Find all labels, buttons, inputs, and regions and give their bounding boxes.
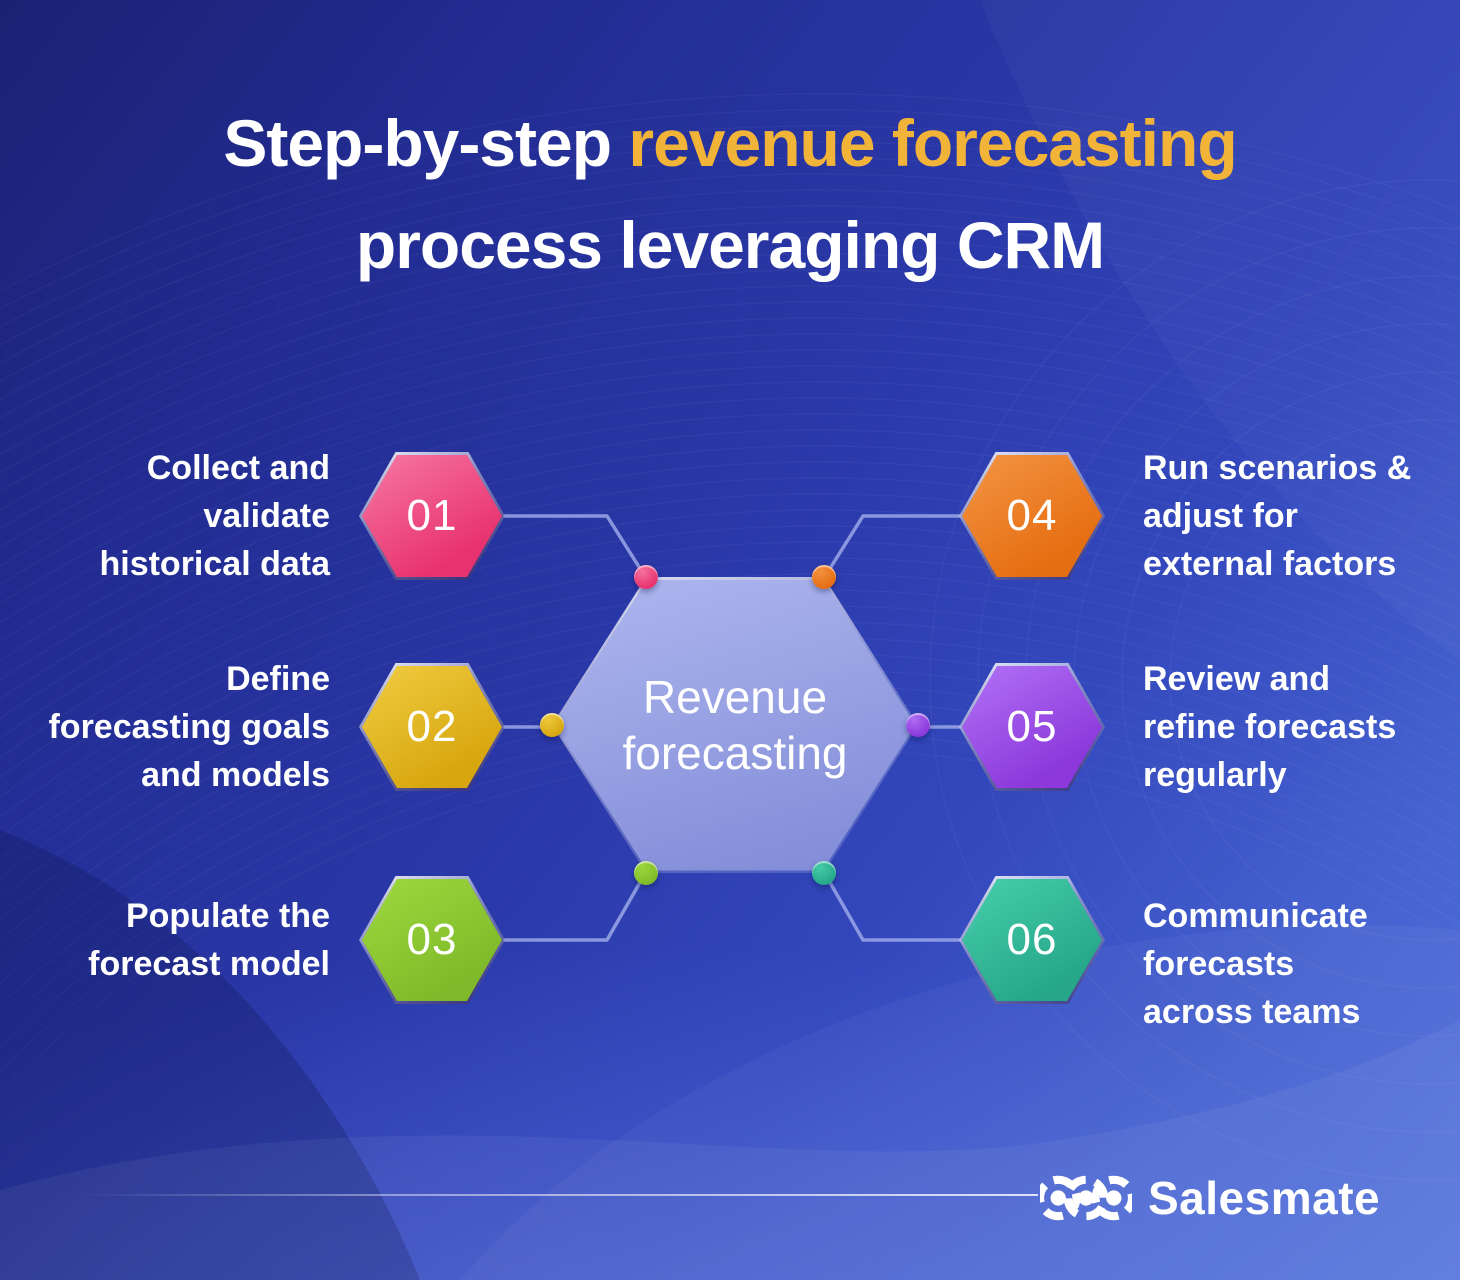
step-number: 02 xyxy=(406,702,458,751)
connector-step-01 xyxy=(503,514,648,580)
connector-step-04 xyxy=(822,514,961,580)
title-line-2: process leveraging CRM xyxy=(355,208,1105,282)
step-number: 05 xyxy=(1006,702,1058,751)
step-label-02: Define forecasting goals and models xyxy=(48,660,330,794)
connector-dot-04 xyxy=(812,565,836,589)
title-text-white: Step-by-step xyxy=(223,106,612,180)
step-label-04: Run scenarios & adjust for external fact… xyxy=(1143,449,1412,583)
title-line-1: Step-by-step revenue forecasting xyxy=(0,92,1460,194)
connector-dot-06 xyxy=(812,861,836,885)
step-label-06: Communicate forecasts across teams xyxy=(1143,897,1368,1031)
connector-dot-02 xyxy=(540,713,564,737)
salesmate-logo: Salesmate xyxy=(1040,1166,1380,1230)
page-title: Step-by-step revenue forecasting process… xyxy=(0,92,1460,296)
light-wave-shape xyxy=(460,924,1460,1280)
connector-step-03 xyxy=(503,870,648,942)
step-number: 03 xyxy=(406,915,458,964)
step-label-03: Populate the forecast model xyxy=(88,897,330,983)
connector-step-06 xyxy=(822,870,961,942)
footer-divider xyxy=(80,1194,1038,1196)
step-label-01: Collect and validate historical data xyxy=(99,449,330,583)
step-number: 06 xyxy=(1006,915,1058,964)
center-hexagon-label: Revenue forecasting xyxy=(622,671,848,779)
connector-dot-05 xyxy=(906,713,930,737)
step-label-05: Review and refine forecasts regularly xyxy=(1143,660,1397,794)
connector-dot-01 xyxy=(634,565,658,589)
connector-dot-03 xyxy=(634,861,658,885)
step-number: 01 xyxy=(406,491,458,540)
dark-wave-shape xyxy=(0,830,420,1280)
chain-links-icon xyxy=(1040,1175,1132,1221)
title-text-accent: revenue forecasting xyxy=(628,106,1237,180)
brand-name: Salesmate xyxy=(1148,1172,1381,1224)
step-number: 04 xyxy=(1006,491,1058,540)
